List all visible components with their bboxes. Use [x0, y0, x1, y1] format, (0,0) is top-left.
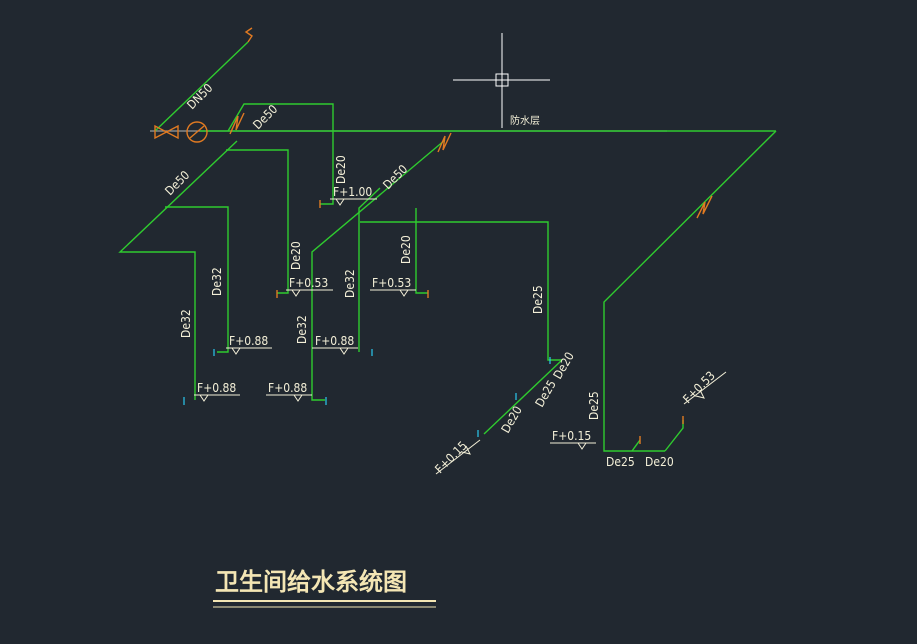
svg-text:F+0.15: F+0.15 — [552, 429, 591, 443]
page-title: 卫生间给水系统图 — [215, 568, 407, 596]
svg-text:F+0.15: F+0.15 — [432, 438, 470, 476]
svg-text:F+0.88: F+0.88 — [197, 381, 236, 395]
elevation-e8: F+0.15 — [432, 438, 481, 476]
check-valve-icon — [696, 195, 713, 219]
valves — [154, 27, 713, 444]
svg-text:F+0.88: F+0.88 — [229, 334, 268, 348]
svg-text:F+0.53: F+0.53 — [289, 276, 328, 290]
label-de50-left: De50 — [162, 168, 192, 198]
elevation-e2: F+0.53 — [286, 276, 333, 297]
elevation-e10: F+0.53 — [680, 368, 727, 406]
elevation-e4: F+0.88 — [226, 334, 272, 355]
pipe-fittings — [183, 349, 551, 437]
label-de25-a: De25 — [531, 285, 545, 314]
label-de50-mid: De50 — [380, 162, 410, 192]
label-de25-bottom: De25 — [606, 455, 635, 469]
pressure-gauge-icon — [186, 121, 208, 143]
label-de20-d: De20 — [550, 350, 577, 382]
label-de32-a: De32 — [210, 267, 224, 296]
svg-text:F+0.53: F+0.53 — [680, 368, 718, 406]
elevation-e7: F+0.88 — [266, 381, 312, 402]
svg-text:F+0.88: F+0.88 — [268, 381, 307, 395]
break-symbol-icon — [244, 27, 253, 43]
svg-text:F+0.88: F+0.88 — [315, 334, 354, 348]
label-de20-e: De20 — [498, 404, 525, 436]
label-floor: 防水层 — [510, 114, 540, 127]
label-de25-c: De25 — [532, 378, 558, 410]
gate-valve-icon — [154, 124, 179, 140]
drawing-title: 卫生间给水系统图 — [213, 568, 436, 608]
label-de20-b: De20 — [289, 241, 303, 270]
label-de32-b: De32 — [179, 309, 193, 338]
elevation-e3: F+0.53 — [370, 276, 416, 297]
label-de50-top: De50 — [250, 102, 280, 132]
label-de20-bottom: De20 — [645, 455, 674, 469]
label-de32-c: De32 — [343, 269, 357, 298]
label-dn50: DN50 — [184, 81, 215, 112]
crosshair-cursor-icon — [453, 33, 550, 128]
check-valve-icon — [437, 132, 452, 153]
label-de32-d: De32 — [295, 315, 309, 344]
pipe-network — [118, 41, 777, 452]
label-de20-a: De20 — [334, 155, 348, 184]
elevation-e5: F+0.88 — [312, 334, 358, 355]
pipe-size-labels: DN50 De50 De50 De50 De20 De20 De20 De32 … — [162, 81, 674, 469]
label-de25-b: De25 — [587, 391, 601, 420]
label-de20-c: De20 — [399, 235, 413, 264]
elevation-e6: F+0.88 — [194, 381, 240, 402]
elevation-e9: F+0.15 — [550, 429, 596, 450]
check-valve-icon — [229, 112, 245, 135]
elevation-e1: F+1.00 — [330, 185, 377, 206]
svg-text:F+0.53: F+0.53 — [372, 276, 411, 290]
elevation-markers: F+1.00 F+0.53 F+0.53 F+0.88 F+0.88 F+0.8… — [194, 185, 727, 476]
svg-text:F+1.00: F+1.00 — [333, 185, 372, 199]
